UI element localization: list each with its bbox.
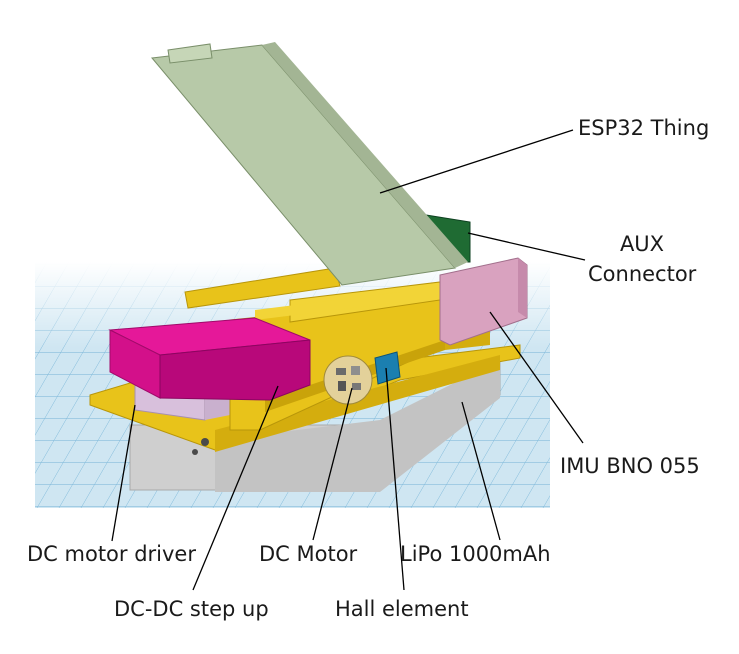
label-aux-line1: AUX [619, 232, 665, 256]
leader-dc-motor [312, 387, 353, 541]
label-esp32-thing: ESP32 Thing [578, 116, 710, 140]
label-imu-bno055: IMU BNO 055 [560, 454, 700, 478]
dc-motor [323, 355, 373, 405]
label-aux-line2: Connector [588, 262, 697, 286]
label-dc-dc-step-up: DC-DC step up [114, 597, 269, 621]
screw-icon [192, 449, 198, 455]
leader-step-up [192, 385, 279, 591]
leader-motor-driver [111, 404, 136, 542]
motor-driver-block [108, 317, 311, 401]
esp32-board [151, 42, 468, 286]
lipo-battery [129, 359, 501, 492]
hall-element [374, 351, 401, 385]
leader-aux [467, 232, 586, 261]
imu-module [439, 257, 528, 346]
leader-imu [489, 311, 584, 444]
label-lipo-1000mah: LiPo 1000mAh [400, 542, 551, 566]
label-dc-motor-driver: DC motor driver [27, 542, 196, 566]
leader-esp32 [379, 129, 574, 194]
leader-hall [385, 367, 405, 591]
label-hall-element: Hall element [335, 597, 469, 621]
screw-icon [201, 438, 209, 446]
label-dc-motor: DC Motor [259, 542, 358, 566]
leader-lipo [461, 401, 501, 541]
leader-lines [111, 129, 586, 591]
